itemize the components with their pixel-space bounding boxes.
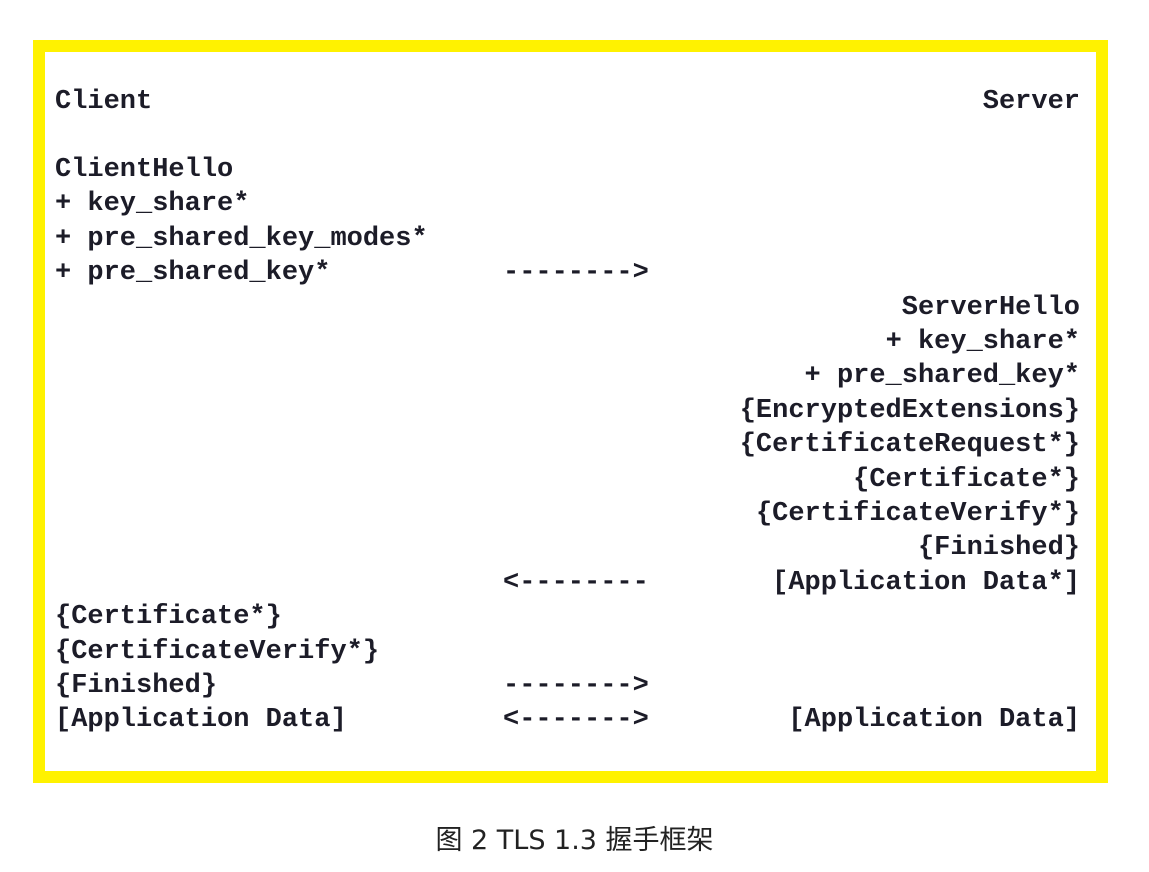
message-arrow: <-------- xyxy=(503,567,649,598)
server-message: [Application Data] xyxy=(788,705,1080,736)
server-message: {Certificate*} xyxy=(853,464,1080,495)
client-label: Client xyxy=(55,87,153,117)
server-message: [Application Data*] xyxy=(772,567,1080,598)
message-arrow: --------> xyxy=(503,258,649,289)
client-message: {Finished} xyxy=(55,671,218,701)
server-message: {CertificateRequest*} xyxy=(739,430,1080,461)
server-message: {Finished} xyxy=(917,533,1080,564)
message-arrow: <-------> xyxy=(503,705,649,736)
client-message: + pre_shared_key* xyxy=(55,258,331,289)
client-message: + key_share* xyxy=(55,189,250,220)
server-message: ServerHello xyxy=(901,292,1080,323)
client-message: + pre_shared_key_modes* xyxy=(55,223,428,254)
client-message: {CertificateVerify*} xyxy=(55,636,380,667)
message-arrow: --------> xyxy=(503,671,649,701)
client-message: {Certificate*} xyxy=(55,602,282,633)
client-message: ClientHello xyxy=(55,155,234,185)
server-message: + key_share* xyxy=(885,327,1080,357)
server-label: Server xyxy=(982,87,1080,117)
server-message: {CertificateVerify*} xyxy=(755,499,1080,529)
figure-caption: 图 2 TLS 1.3 握手框架 xyxy=(435,825,714,856)
handshake-diagram-frame: Client Server ClientHello+ key_share*+ p… xyxy=(33,40,1108,783)
server-message: + pre_shared_key* xyxy=(804,361,1080,392)
client-message: [Application Data] xyxy=(55,705,347,736)
server-message: {EncryptedExtensions} xyxy=(739,395,1080,426)
